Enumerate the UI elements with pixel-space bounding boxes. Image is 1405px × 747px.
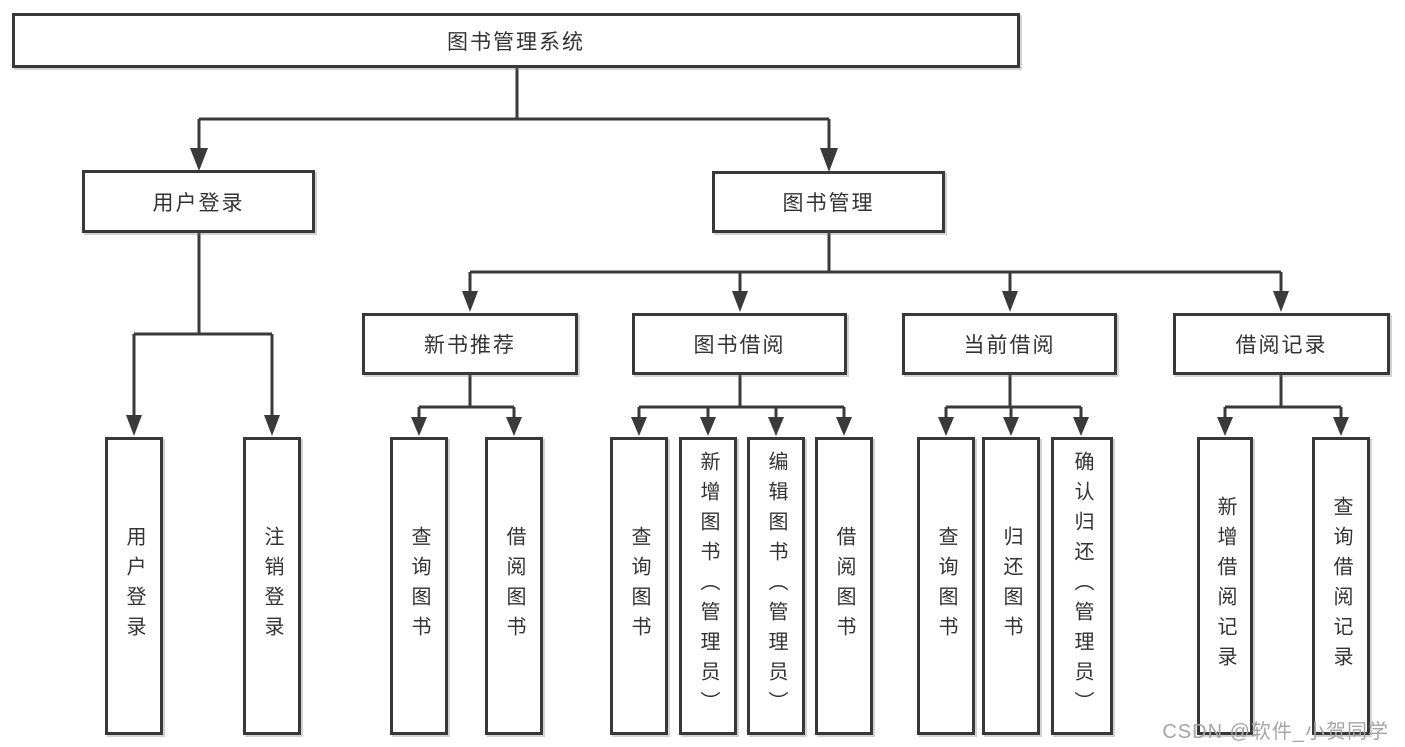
node-query-borrow-record: 查询借阅记录 [1312,437,1370,735]
node-book-borrow: 图书借阅 [632,313,847,375]
node-current-borrow: 当前借阅 [902,313,1117,375]
node-logout: 注销登录 [243,437,301,735]
connector-borrow-records-children [1217,375,1349,436]
node-add-books-admin: 新增图书（管理员） [679,437,737,735]
connector-book-borrow-children [631,375,852,436]
connector-root-to-level2 [190,68,838,172]
connector-current-borrow-children [938,375,1089,436]
node-return-books: 归还图书 [982,437,1040,735]
node-new-book-recommend: 新书推荐 [362,313,578,375]
node-query-books-current: 查询图书 [917,437,975,735]
node-query-books-recommend: 查询图书 [390,437,448,735]
csdn-watermark: CSDN @软件_小贺同学 [1162,721,1389,743]
connector-user-login-children [126,233,280,436]
node-user-login-leaf: 用户登录 [105,437,163,735]
node-query-books-borrow: 查询图书 [610,437,668,735]
node-borrow-books: 借阅图书 [815,437,873,735]
node-borrow-books-recommend: 借阅图书 [485,437,543,735]
connector-book-management-children [462,233,1289,312]
node-edit-books-admin: 编辑图书（管理员） [747,437,805,735]
connector-new-book-children [411,375,522,436]
node-user-login: 用户登录 [82,170,315,233]
node-add-borrow-record: 新增借阅记录 [1197,437,1253,735]
node-borrow-records: 借阅记录 [1173,313,1390,375]
node-book-management: 图书管理 [712,171,945,233]
node-confirm-return-admin: 确认归还（管理员） [1051,437,1113,735]
node-library-management-system: 图书管理系统 [12,13,1020,68]
